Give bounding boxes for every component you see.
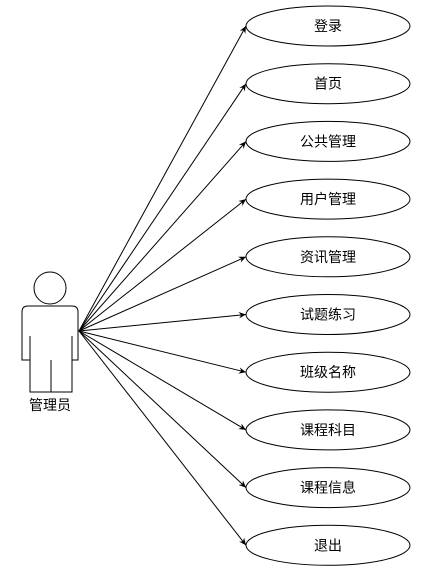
use-case[interactable]: 公共管理: [245, 120, 411, 162]
use-case-ellipse: [245, 63, 411, 105]
use-case-ellipse: [245, 178, 411, 220]
use-case-ellipse: [245, 351, 411, 393]
association-line: [78, 330, 247, 431]
association-line: [78, 25, 247, 332]
use-case-label: 试题练习: [300, 308, 356, 324]
use-case[interactable]: 班级名称: [245, 351, 411, 393]
use-case[interactable]: 用户管理: [245, 178, 411, 220]
association-line: [78, 198, 247, 332]
actor-label: 管理员: [29, 398, 71, 414]
use-case[interactable]: 课程信息: [245, 467, 411, 509]
association-line: [78, 312, 247, 332]
use-case[interactable]: 退出: [245, 524, 411, 566]
use-case-label: 课程科目: [300, 423, 356, 439]
use-case-ellipse: [245, 467, 411, 509]
use-case-label: 首页: [314, 77, 342, 93]
association-line: [78, 330, 247, 374]
use-case-label: 班级名称: [300, 365, 356, 381]
use-case-ellipse: [245, 236, 411, 278]
use-case-label: 用户管理: [300, 191, 356, 208]
association-line: [78, 256, 247, 332]
use-case-ellipse: [245, 120, 411, 162]
use-case-ellipse: [245, 5, 411, 47]
use-case[interactable]: 课程科目: [245, 409, 411, 451]
use-case[interactable]: 登录: [245, 5, 411, 47]
association-line: [78, 141, 247, 332]
use-case-ellipse: [245, 524, 411, 566]
actor-head: [33, 271, 67, 305]
use-case[interactable]: 首页: [245, 63, 411, 105]
use-case[interactable]: 资讯管理: [245, 236, 411, 278]
use-case-ellipse: [245, 409, 411, 451]
actor[interactable]: 管理员: [21, 271, 79, 414]
association-line: [78, 330, 247, 546]
use-case-label: 资讯管理: [300, 250, 356, 266]
use-case-label: 公共管理: [300, 134, 356, 150]
use-case-label: 登录: [314, 19, 342, 35]
association-lines: [78, 25, 247, 546]
use-case-label: 退出: [314, 538, 342, 554]
use-case-ellipse: [245, 294, 411, 335]
use-case-label: 课程信息: [300, 480, 356, 497]
association-line: [78, 83, 247, 332]
actor-body: [21, 305, 79, 393]
use-case[interactable]: 试题练习: [245, 294, 411, 335]
association-line: [78, 330, 247, 488]
